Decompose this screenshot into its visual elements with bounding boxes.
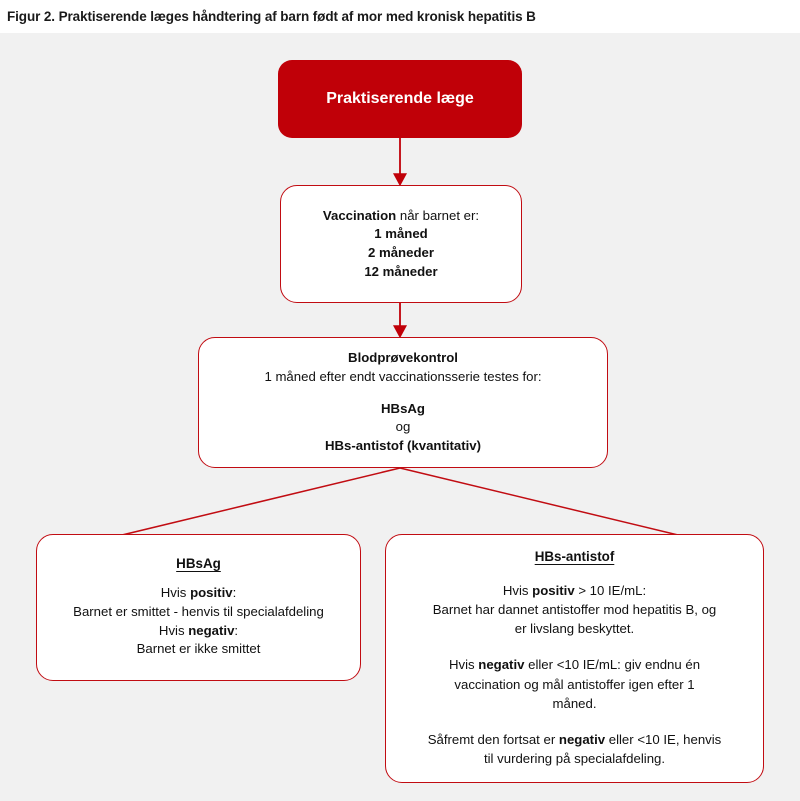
- vaccination-lead: Vaccination når barnet er:: [323, 207, 479, 226]
- bloodtest-heading: Blodprøvekontrol: [348, 350, 458, 366]
- vaccination-item-1: 2 måneder: [368, 245, 434, 260]
- node-hbs-antistof-result: HBs-antistof Hvis positiv > 10 IE/mL: Ba…: [385, 534, 764, 783]
- antistof-negative-post: eller <10 IE/mL: giv endnu én: [524, 657, 701, 673]
- bloodtest-test-2: HBs-antistof (kvantitativ): [324, 438, 482, 454]
- antistof-positive-bold: positiv: [532, 582, 575, 598]
- antistof-negative-body-1: vaccination og mål antistoffer igen efte…: [454, 676, 695, 692]
- hbsag-positive-pre: Hvis: [160, 585, 191, 601]
- hbsag-negative-post: :: [234, 622, 239, 638]
- node-praktiserende-laege: Praktiserende læge: [278, 60, 522, 138]
- vaccination-item-0: 1 måned: [374, 226, 428, 242]
- bloodtest-test-1: HBsAg: [381, 400, 425, 416]
- figure-canvas: Praktiserende læge Vaccination når barne…: [0, 33, 800, 801]
- hbsag-positive-label: Hvis positiv:: [45, 584, 352, 603]
- figure-title: Figur 2. Praktiserende læges håndtering …: [7, 9, 536, 24]
- hbsag-negative-bold: negativ: [188, 622, 235, 638]
- connector-bloodtest-to-antistof: [399, 467, 679, 536]
- hbsag-positive-post: :: [232, 585, 237, 601]
- antistof-positive-line: Hvis positiv > 10 IE/mL:: [404, 581, 745, 600]
- antistof-followup-body: til vurdering på specialafdeling.: [483, 750, 666, 766]
- antistof-negative-body-2: måned.: [552, 695, 597, 711]
- vaccination-lead-bold: Vaccination: [322, 207, 397, 223]
- vaccination-item-2: 12 måneder: [364, 263, 438, 279]
- antistof-followup-post: eller <10 IE, henvis: [605, 731, 722, 747]
- hbsag-positive-text: Barnet er smittet - henvis til specialaf…: [73, 603, 324, 619]
- antistof-positive-pre: Hvis: [502, 582, 533, 598]
- hbsag-positive-bold: positiv: [190, 585, 233, 601]
- node-vaccination-body: Vaccination når barnet er: 1 måned 2 mån…: [313, 207, 489, 282]
- antistof-positive-body-2: er livslang beskyttet.: [514, 621, 635, 637]
- figure-header: Figur 2. Praktiserende læges håndtering …: [0, 0, 800, 33]
- node-vaccination: Vaccination når barnet er: 1 måned 2 mån…: [280, 185, 522, 303]
- node-hbsag-result: HBsAg Hvis positiv: Barnet er smittet - …: [36, 534, 361, 681]
- node-hbsag-body: HBsAg Hvis positiv: Barnet er smittet - …: [37, 556, 360, 659]
- antistof-followup-line: Såfremt den fortsat er negativ eller <10…: [404, 730, 745, 749]
- antistof-gap-2: [404, 638, 745, 655]
- vaccination-lead-rest: når barnet er:: [396, 207, 480, 223]
- hbsag-negative-text: Barnet er ikke smittet: [136, 641, 261, 657]
- bloodtest-conjunction: og: [395, 419, 411, 435]
- connector-bloodtest-to-hbsag: [121, 467, 401, 536]
- antistof-positive-body-1: Barnet har dannet antistoffer mod hepati…: [432, 602, 717, 618]
- hbsag-spacer: [45, 571, 352, 584]
- antistof-heading: HBs-antistof: [534, 548, 615, 564]
- antistof-followup-bold: negativ: [558, 731, 606, 747]
- node-blodproevekontrol: Blodprøvekontrol 1 måned efter endt vacc…: [198, 337, 608, 468]
- node-antistof-body: HBs-antistof Hvis positiv > 10 IE/mL: Ba…: [386, 549, 763, 768]
- bloodtest-subtitle: 1 måned efter endt vaccinationsserie tes…: [264, 368, 542, 384]
- bloodtest-spacer: [264, 387, 541, 400]
- hbsag-heading: HBsAg: [176, 556, 221, 572]
- node-bloodtest-body: Blodprøvekontrol 1 måned efter endt vacc…: [254, 349, 551, 456]
- node-root-label: Praktiserende læge: [326, 90, 474, 107]
- antistof-negative-line: Hvis negativ eller <10 IE/mL: giv endnu …: [404, 655, 745, 674]
- antistof-negative-pre: Hvis: [448, 657, 479, 673]
- antistof-gap-3: [404, 713, 745, 730]
- antistof-positive-post: > 10 IE/mL:: [574, 582, 647, 598]
- antistof-followup-pre: Såfremt den fortsat er: [427, 731, 559, 747]
- antistof-negative-bold: negativ: [478, 657, 525, 673]
- hbsag-negative-pre: Hvis: [158, 622, 189, 638]
- antistof-gap-1: [404, 564, 745, 581]
- hbsag-negative-label: Hvis negativ:: [45, 622, 352, 641]
